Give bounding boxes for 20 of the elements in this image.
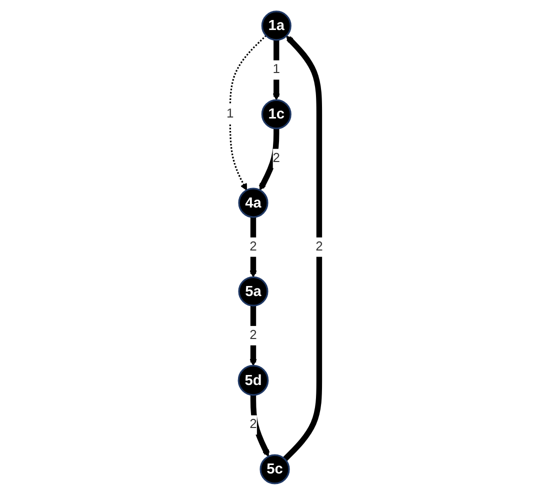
node-circle: 4a xyxy=(238,188,268,218)
edge-label: 2 xyxy=(249,240,257,254)
edge-label: 2 xyxy=(249,418,257,432)
node-circle: 5c xyxy=(260,454,290,484)
edge-label: 2 xyxy=(249,328,257,342)
arrow xyxy=(282,36,322,462)
node-circle: 1a xyxy=(261,10,292,41)
arrow xyxy=(258,128,280,191)
arrow xyxy=(229,34,266,191)
arrow xyxy=(272,40,280,100)
arrow xyxy=(250,217,257,278)
edge-label: 1 xyxy=(226,106,234,121)
edge-label: 2 xyxy=(315,240,323,254)
edge-label: 2 xyxy=(272,151,280,166)
arrow xyxy=(250,306,257,366)
arrow xyxy=(250,394,270,457)
node-circle: 5a xyxy=(238,276,268,306)
edge-label: 1 xyxy=(272,62,280,76)
node-circle: 1c xyxy=(261,99,292,130)
node-circle: 5d xyxy=(238,364,269,396)
